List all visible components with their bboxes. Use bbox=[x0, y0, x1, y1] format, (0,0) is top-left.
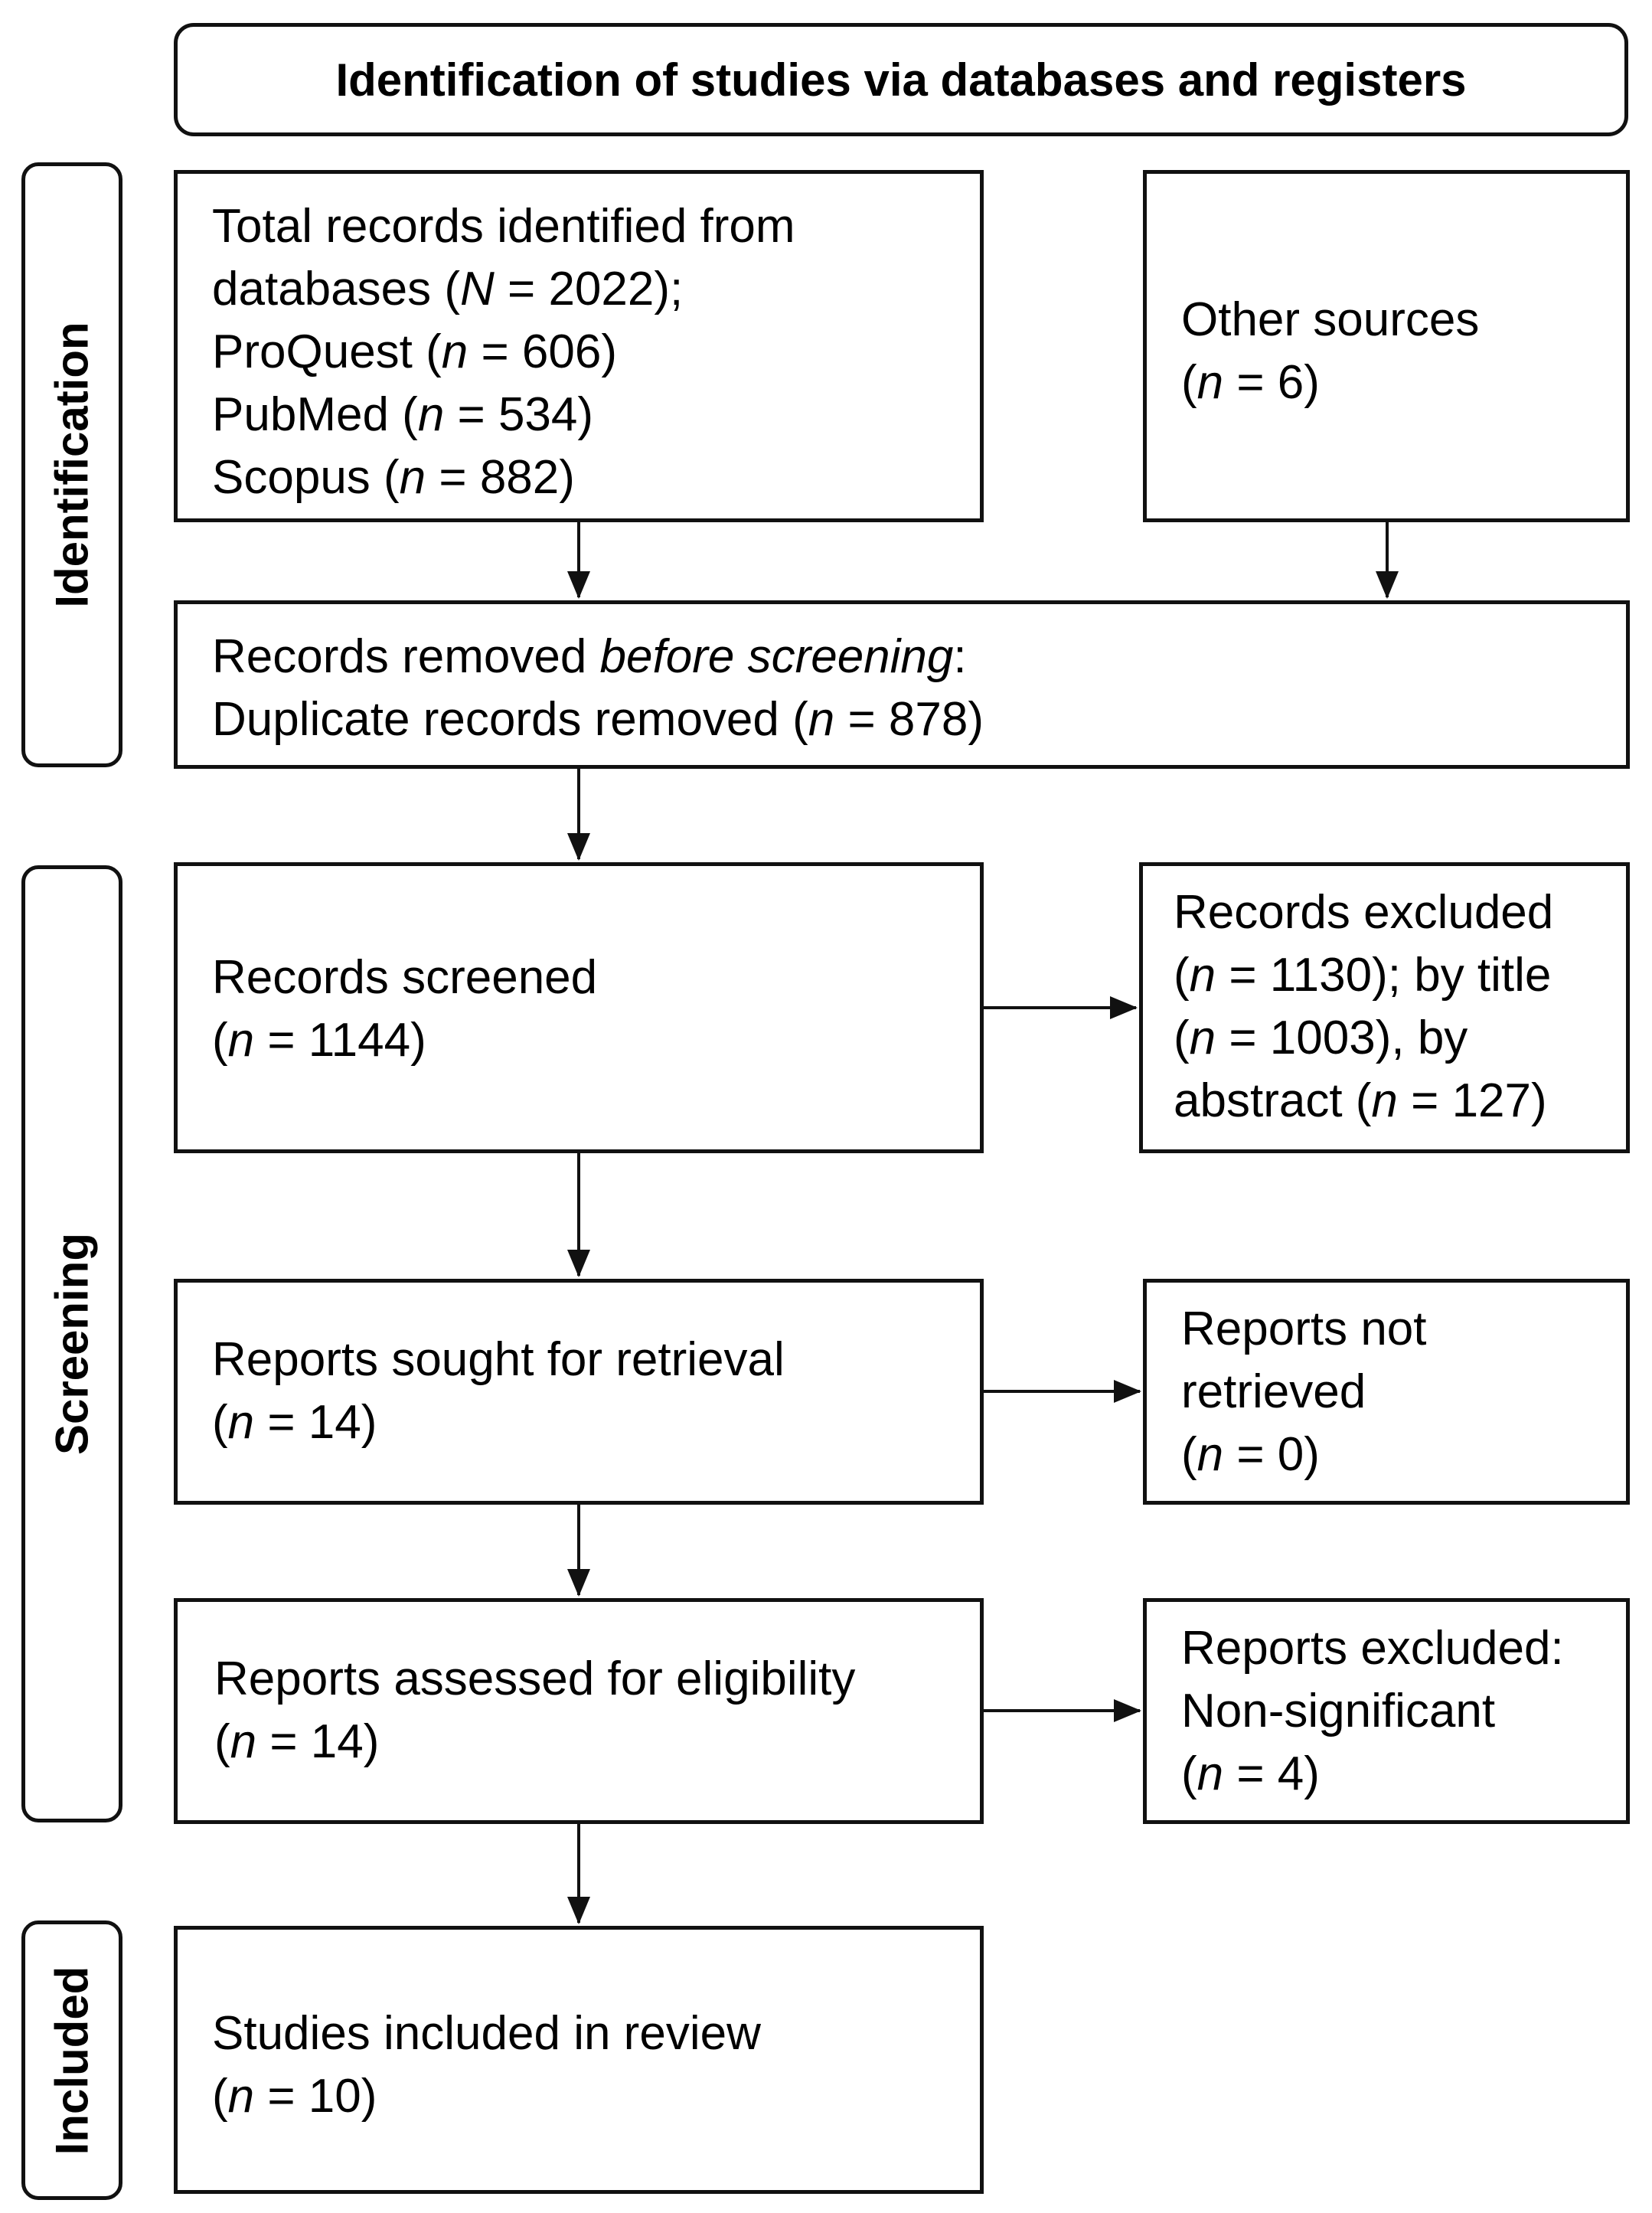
text-line: (n = 0) bbox=[1181, 1428, 1320, 1481]
box-reports-assessed: Reports assessed for eligibility (n = 14… bbox=[174, 1598, 984, 1824]
text-line: Non-significant bbox=[1181, 1685, 1496, 1737]
arrowhead-down bbox=[567, 1569, 590, 1597]
box-reports-sought: Reports sought for retrieval (n = 14) bbox=[174, 1279, 984, 1505]
text-line: databases (N = 2022); bbox=[212, 263, 684, 315]
arrowhead-right bbox=[1114, 1699, 1141, 1722]
text-line: (n = 1130); by title bbox=[1174, 949, 1552, 1002]
box-text: Reports excluded: Non-significant (n = 4… bbox=[1181, 1617, 1611, 1806]
phase-identification: Identification bbox=[21, 162, 122, 767]
text-line: abstract (n = 127) bbox=[1174, 1074, 1547, 1127]
box-text: Reports sought for retrieval (n = 14) bbox=[212, 1329, 965, 1454]
text-line: Total records identified from bbox=[212, 200, 795, 253]
arrowhead-down bbox=[567, 1897, 590, 1924]
arrowhead-down bbox=[567, 1250, 590, 1277]
text-line: Reports sought for retrieval bbox=[212, 1333, 785, 1386]
arrowhead-down bbox=[1376, 571, 1399, 599]
text-line: retrieved bbox=[1181, 1365, 1366, 1418]
header-identification-of-studies: Identification of studies via databases … bbox=[174, 23, 1628, 136]
box-records-screened: Records screened (n = 1144) bbox=[174, 862, 984, 1153]
text-line: PubMed (n = 534) bbox=[212, 388, 594, 441]
text-line: (n = 6) bbox=[1181, 356, 1320, 409]
box-records-excluded: Records excluded (n = 1130); by title (n… bbox=[1139, 862, 1630, 1153]
phase-screening: Screening bbox=[21, 865, 122, 1822]
text-line: Scopus (n = 882) bbox=[212, 451, 575, 504]
text-line: (n = 14) bbox=[214, 1715, 380, 1768]
text-line: Records removed before screening: bbox=[212, 630, 967, 683]
text-line: (n = 1144) bbox=[212, 1014, 426, 1067]
arrowhead-down bbox=[567, 833, 590, 861]
text-line: (n = 10) bbox=[212, 2070, 377, 2123]
box-text: Records removed before screening: Duplic… bbox=[212, 626, 1611, 751]
arrowhead-right bbox=[1110, 996, 1138, 1019]
text-line: (n = 14) bbox=[212, 1396, 377, 1449]
text-line: Reports excluded: bbox=[1181, 1622, 1564, 1675]
box-studies-included: Studies included in review (n = 10) bbox=[174, 1926, 984, 2194]
box-text: Reports assessed for eligibility (n = 14… bbox=[214, 1648, 965, 1773]
box-records-identified-databases: Total records identified from databases … bbox=[174, 170, 984, 522]
text-line: Duplicate records removed (n = 878) bbox=[212, 693, 984, 746]
arrowhead-down bbox=[567, 571, 590, 599]
text-line: Records excluded bbox=[1174, 886, 1554, 939]
text-line: (n = 1003), by bbox=[1174, 1012, 1468, 1064]
box-text: Records screened (n = 1144) bbox=[212, 946, 965, 1072]
box-other-sources: Other sources (n = 6) bbox=[1143, 170, 1630, 522]
text-line: ProQuest (n = 606) bbox=[212, 325, 618, 378]
box-text: Other sources (n = 6) bbox=[1181, 289, 1611, 414]
text-line: Records screened bbox=[212, 951, 598, 1004]
box-text: Studies included in review (n = 10) bbox=[212, 2002, 965, 2128]
text-line: Reports not bbox=[1181, 1303, 1427, 1355]
box-text: Records excluded (n = 1130); by title (n… bbox=[1174, 881, 1611, 1133]
text-line: Other sources bbox=[1181, 293, 1480, 346]
phase-included: Included bbox=[21, 1920, 122, 2200]
box-text: Reports not retrieved (n = 0) bbox=[1181, 1298, 1611, 1486]
box-records-removed: Records removed before screening: Duplic… bbox=[174, 600, 1630, 769]
arrowhead-right bbox=[1114, 1380, 1141, 1403]
text-line: Reports assessed for eligibility bbox=[214, 1652, 856, 1705]
text-line: (n = 4) bbox=[1181, 1747, 1320, 1800]
box-text: Total records identified from databases … bbox=[212, 195, 965, 509]
box-reports-not-retrieved: Reports not retrieved (n = 0) bbox=[1143, 1279, 1630, 1505]
box-reports-excluded: Reports excluded: Non-significant (n = 4… bbox=[1143, 1598, 1630, 1824]
text-line: Studies included in review bbox=[212, 2007, 761, 2060]
